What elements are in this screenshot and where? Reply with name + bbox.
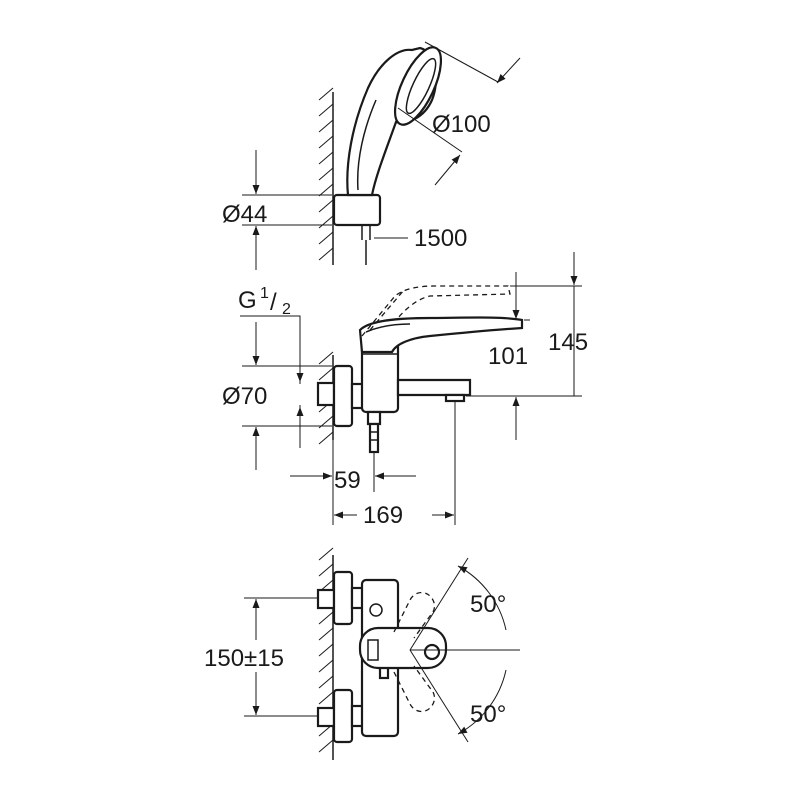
mixer-front-view: 50° 50° 150±15 xyxy=(204,547,520,760)
dim-heights xyxy=(466,252,582,440)
thread-label: G 1 / 2 xyxy=(238,285,304,384)
label-hand-shower-diameter: Ø100 xyxy=(432,111,491,138)
dim-holder-diameter xyxy=(242,150,332,270)
front-connectors xyxy=(316,570,366,744)
dim-hand-shower-diameter xyxy=(397,41,521,186)
dim-center-distance xyxy=(244,597,318,717)
label-thread-letter: G xyxy=(238,287,257,314)
front-lever xyxy=(358,626,448,670)
label-lever-height: 101 xyxy=(488,343,528,370)
label-center-distance: 150±15 xyxy=(204,645,284,672)
label-rosette-diameter: Ø70 xyxy=(222,383,267,410)
shower-holder xyxy=(332,193,382,265)
mixer-lever xyxy=(358,316,524,354)
mixer-body xyxy=(360,338,472,454)
label-spout-projection: 169 xyxy=(363,502,403,529)
label-spout-offset: 59 xyxy=(334,467,361,494)
mixer-lever-raised xyxy=(361,285,511,337)
svg-text:/: / xyxy=(270,289,277,316)
label-thread-num: 1 xyxy=(260,285,269,302)
label-hose-length: 1500 xyxy=(414,225,467,252)
label-angle-upper: 50° xyxy=(470,591,506,618)
dim-rosette-diameter xyxy=(242,322,332,470)
dim-spout-offset xyxy=(290,440,416,525)
label-holder-diameter: Ø44 xyxy=(222,201,267,228)
hand-shower xyxy=(346,46,443,197)
front-lever-rotated xyxy=(393,591,436,713)
hand-shower-view: Ø100 Ø44 1500 xyxy=(222,41,521,270)
angle-lines xyxy=(409,557,520,743)
label-total-height: 145 xyxy=(548,329,588,356)
mixer-side-view: G 1 / 2 Ø70 101 145 xyxy=(222,252,588,529)
wall-hatch-top xyxy=(318,87,334,265)
label-angle-lower: 50° xyxy=(470,701,506,728)
dim-spout-projection xyxy=(334,402,456,525)
label-thread-den: 2 xyxy=(282,301,291,318)
wall-connector xyxy=(316,364,368,428)
wall-hatch-bottom xyxy=(318,547,334,760)
